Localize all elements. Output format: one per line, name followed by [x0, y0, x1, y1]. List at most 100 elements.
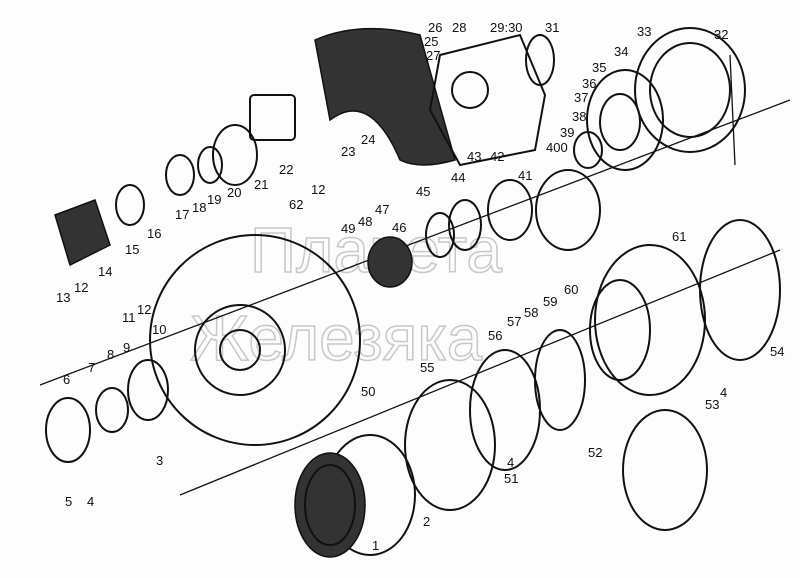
part-1 — [294, 452, 366, 558]
part-35 — [586, 69, 664, 171]
callout-p56: 56 — [488, 328, 502, 343]
callout-p21: 21 — [254, 177, 268, 192]
part-33 — [634, 27, 746, 153]
callout-p52: 52 — [588, 445, 602, 460]
callout-p17: 17 — [175, 207, 189, 222]
callout-p4a: 4 — [507, 455, 514, 470]
callout-p57: 57 — [507, 314, 521, 329]
callout-p15: 15 — [125, 242, 139, 257]
bearing-housing — [428, 33, 547, 167]
part-61 — [594, 244, 706, 396]
callout-p16: 16 — [147, 226, 161, 241]
callout-p59: 59 — [543, 294, 557, 309]
callout-p10: 10 — [152, 322, 166, 337]
callout-p54: 54 — [770, 344, 784, 359]
part-9 — [127, 359, 169, 421]
housing-bore — [451, 71, 489, 109]
callout-p34: 34 — [614, 44, 628, 59]
callout-p41: 41 — [518, 168, 532, 183]
part-59 — [534, 329, 586, 431]
callout-p33: 33 — [637, 24, 651, 39]
part-56 — [469, 349, 541, 471]
callout-p37: 37 — [574, 90, 588, 105]
part-14 — [54, 199, 111, 267]
callout-p51: 51 — [504, 471, 518, 486]
callout-p5: 5 — [65, 494, 72, 509]
part-31 — [525, 34, 555, 86]
callout-p13: 13 — [56, 290, 70, 305]
part-45 — [425, 212, 455, 258]
part-22 — [249, 94, 296, 141]
part-42 — [487, 179, 533, 241]
callout-p4c: 4 — [87, 494, 94, 509]
part-33-inner — [649, 42, 731, 138]
callout-p28: 28 — [452, 20, 466, 35]
callout-p400: 400 — [546, 140, 568, 155]
part-37 — [599, 93, 641, 151]
callout-p12b: 12 — [74, 280, 88, 295]
callout-p49: 49 — [341, 221, 355, 236]
callout-p12c: 12 — [137, 302, 151, 317]
part-38 — [573, 131, 603, 169]
callout-p42: 42 — [490, 149, 504, 164]
callout-p22: 22 — [279, 162, 293, 177]
part-21 — [212, 124, 258, 186]
watermark: Планета Железяка — [189, 213, 503, 375]
callout-p46: 46 — [392, 220, 406, 235]
callout-p61: 61 — [672, 229, 686, 244]
callout-p39: 39 — [560, 125, 574, 140]
callout-p31: 31 — [545, 20, 559, 35]
part-16 — [115, 184, 145, 226]
callout-p62: 62 — [289, 197, 303, 212]
axis-lines — [39, 54, 791, 496]
callout-p20: 20 — [227, 185, 241, 200]
callout-p29-30: 29:30 — [490, 20, 523, 35]
callout-p1: 1 — [372, 538, 379, 553]
callout-p55: 55 — [420, 360, 434, 375]
part-54 — [699, 219, 781, 361]
callout-p11: 11 — [122, 310, 136, 325]
part-7 — [95, 387, 129, 433]
part-20 — [197, 146, 223, 184]
callout-p12a: 12 — [311, 182, 325, 197]
callout-p23: 23 — [341, 144, 355, 159]
callout-p2: 2 — [423, 514, 430, 529]
part-1-bore — [304, 464, 356, 546]
sprocket — [149, 234, 361, 446]
callout-p7: 7 — [88, 360, 95, 375]
callout-p44: 44 — [451, 170, 465, 185]
part-44 — [448, 199, 482, 251]
callout-p4b: 4 — [720, 385, 727, 400]
callout-p14: 14 — [98, 264, 112, 279]
callout-p36: 36 — [582, 76, 596, 91]
sprocket-hub — [194, 304, 286, 396]
callout-p8: 8 — [107, 347, 114, 362]
svg-text:Железяка: Железяка — [190, 302, 483, 374]
callout-p24: 24 — [361, 132, 375, 147]
callout-p47: 47 — [375, 202, 389, 217]
callout-p50: 50 — [361, 384, 375, 399]
callout-p27: 27 — [426, 48, 440, 63]
part-18 — [165, 154, 195, 196]
callout-p58: 58 — [524, 305, 538, 320]
callout-p53: 53 — [705, 397, 719, 412]
callout-p19: 19 — [207, 192, 221, 207]
parts — [45, 27, 781, 558]
callout-p18: 18 — [192, 200, 206, 215]
callout-p32: 32 — [714, 27, 728, 42]
callout-p3: 3 — [156, 453, 163, 468]
callout-p6: 6 — [63, 372, 70, 387]
housing-bracket — [314, 27, 456, 166]
callout-p35: 35 — [592, 60, 606, 75]
part-41 — [535, 169, 601, 251]
callout-p25: 25 — [424, 34, 438, 49]
callout-p60: 60 — [564, 282, 578, 297]
callout-p9: 9 — [123, 340, 130, 355]
callout-p38: 38 — [572, 109, 586, 124]
callout-p43: 43 — [467, 149, 481, 164]
callout-p26: 26 — [428, 20, 442, 35]
part-55 — [404, 379, 496, 511]
part-6 — [45, 397, 91, 463]
